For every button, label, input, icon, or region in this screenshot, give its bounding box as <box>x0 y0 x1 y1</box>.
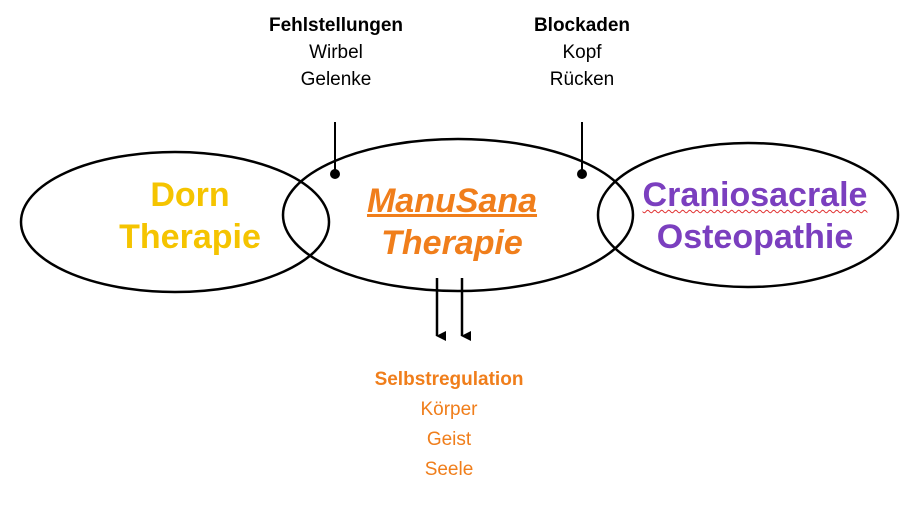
manusana-therapie-label: ManuSana Therapie <box>367 180 537 264</box>
ellipse-manusana <box>281 137 635 293</box>
fehlstellungen-heading: Fehlstellungen <box>268 15 404 36</box>
blockaden-item-kopf: Kopf <box>562 42 602 63</box>
blockaden-group: Blockaden Kopf Rücken <box>534 12 630 93</box>
cranio-line1: Craniosacrale <box>642 176 868 214</box>
manusana-line1: ManuSana <box>366 182 538 220</box>
connector-dot-left <box>330 169 340 179</box>
fehlstellungen-item-gelenke: Gelenke <box>300 69 372 90</box>
connector-dot-right <box>577 169 587 179</box>
selbstregulation-item-geist: Geist <box>426 429 472 450</box>
dorn-line1: Dorn <box>150 176 230 214</box>
ellipse-dorn <box>19 150 331 294</box>
selbstregulation-group: Selbstregulation Körper Geist Seele <box>375 365 524 485</box>
blockaden-item-ruecken: Rücken <box>549 69 615 90</box>
dorn-therapie-label: Dorn Therapie <box>119 174 261 258</box>
manusana-line2: Therapie <box>381 224 523 262</box>
fehlstellungen-item-wirbel: Wirbel <box>309 42 363 63</box>
fehlstellungen-group: Fehlstellungen Wirbel Gelenke <box>269 12 403 93</box>
craniosacrale-osteopathie-label: Craniosacrale Osteopathie <box>643 174 868 258</box>
selbstregulation-item-seele: Seele <box>424 459 474 480</box>
ellipse-cranio <box>596 141 900 289</box>
selbstregulation-heading: Selbstregulation <box>374 369 524 390</box>
blockaden-heading: Blockaden <box>533 15 631 36</box>
cranio-line2: Osteopathie <box>656 218 854 256</box>
selbstregulation-item-koerper: Körper <box>420 399 478 420</box>
dorn-line2: Therapie <box>119 218 261 256</box>
